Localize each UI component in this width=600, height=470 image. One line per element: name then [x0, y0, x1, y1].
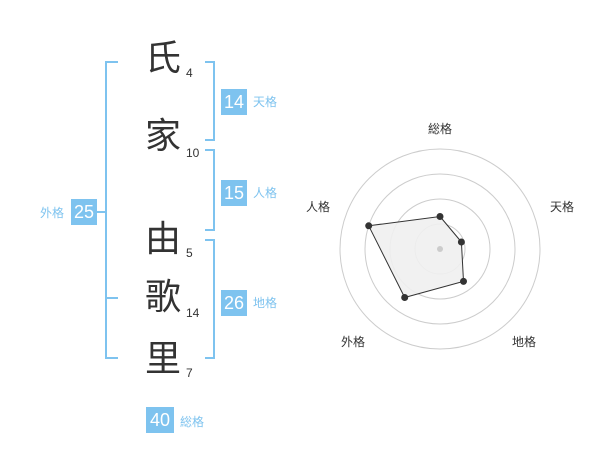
name-char-3: 由	[144, 219, 181, 260]
gaikaku-label: 外格	[40, 206, 65, 220]
chikaku-label: 地格	[253, 296, 278, 310]
name-char-4: 歌	[144, 277, 181, 318]
name-char-2: 家	[144, 116, 181, 157]
radar-center-dot	[437, 246, 443, 252]
stroke-count-1: 4	[186, 66, 193, 80]
radar-label-gaikaku: 外格	[341, 335, 366, 349]
stroke-count-5: 7	[186, 366, 193, 380]
radar-point-4	[365, 222, 373, 230]
radar-point-1	[457, 238, 465, 246]
chikaku-bracket	[205, 239, 215, 359]
jinkaku-label: 人格	[253, 186, 278, 200]
tenkaku-value-box: 14	[221, 89, 247, 115]
gaikaku-bracket	[105, 61, 118, 359]
soukaku-value-box: 40	[146, 407, 174, 433]
radar-point-0	[436, 213, 444, 220]
radar-label-chikaku: 地格	[512, 335, 537, 349]
radar-grid-ring-4	[339, 148, 541, 350]
radar-point-3	[401, 294, 409, 301]
radar-label-soukaku: 総格	[428, 122, 453, 136]
tenkaku-label: 天格	[253, 95, 278, 109]
name-char-5: 里	[144, 339, 181, 380]
radar-label-jinkaku: 人格	[306, 200, 331, 214]
radar-grid-ring-3	[364, 173, 516, 325]
jinkaku-value-box: 15	[221, 180, 247, 206]
soukaku-label: 総格	[180, 415, 205, 429]
tenkaku-bracket	[205, 61, 215, 141]
chikaku-value-box: 26	[221, 290, 247, 316]
stroke-count-4: 14	[186, 306, 200, 320]
gaikaku-value-box: 25	[71, 199, 97, 225]
stroke-count-3: 5	[186, 246, 193, 260]
name-char-1: 氏	[144, 38, 181, 79]
stroke-count-2: 10	[186, 146, 200, 160]
radar-label-tenkaku: 天格	[550, 200, 575, 214]
radar-score-polygon	[367, 215, 465, 299]
radar-point-2	[460, 277, 467, 285]
jinkaku-bracket	[205, 149, 215, 231]
